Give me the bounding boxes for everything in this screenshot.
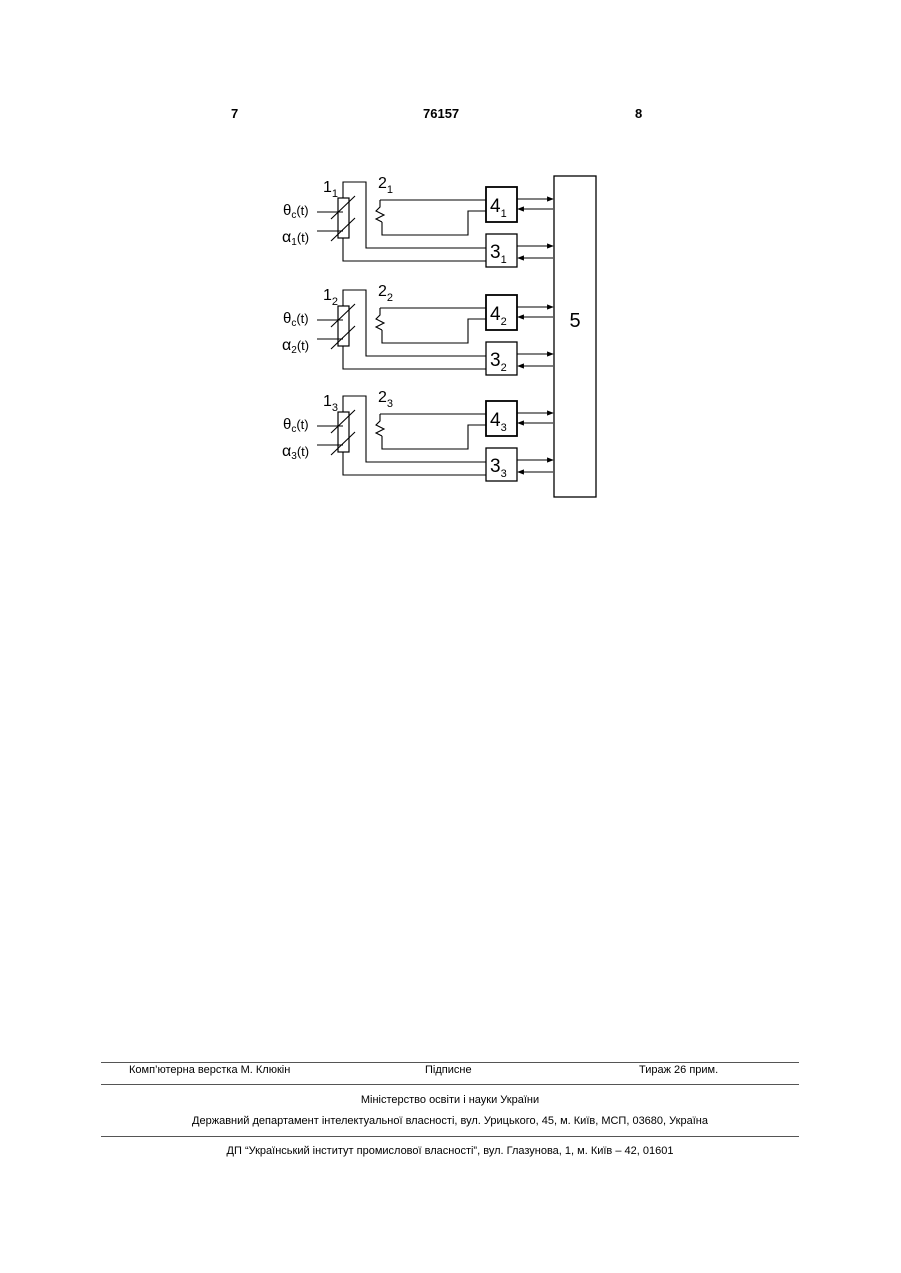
footer-rule-top [101, 1062, 799, 1063]
sensor-lead-lower [343, 346, 486, 369]
heater-wire-bottom [382, 425, 486, 449]
alpha-label: α2(t) [282, 337, 309, 356]
sensor-number: 1 [323, 287, 332, 304]
theta-symbol: θ [283, 416, 291, 433]
heater-index: 1 [387, 184, 393, 196]
channel-1: 11θc(t)α1(t)214131 [282, 175, 553, 267]
block-4-number: 4 [490, 410, 501, 431]
alpha-arg: (t) [297, 338, 309, 353]
block-3-number: 3 [490, 350, 501, 371]
channel-2: 12θc(t)α2(t)224232 [282, 283, 553, 375]
sensor-label: 11 [323, 179, 338, 200]
theta-label: θc(t) [283, 416, 309, 435]
alpha-label: α3(t) [282, 443, 309, 462]
heater-wire-bottom [382, 319, 486, 343]
block-4-index: 2 [501, 316, 507, 328]
theta-symbol: θ [283, 310, 291, 327]
sensor-number: 1 [323, 393, 332, 410]
theta-arg: (t) [296, 311, 308, 326]
theta-label: θc(t) [283, 202, 309, 221]
heater-number: 2 [378, 283, 387, 300]
block-4-number: 4 [490, 196, 501, 217]
alpha-label: α1(t) [282, 229, 309, 248]
alpha-symbol: α [282, 337, 291, 354]
theta-label: θc(t) [283, 310, 309, 329]
sensor-index: 1 [332, 188, 338, 200]
block-4-index: 1 [501, 208, 507, 220]
footer-ministry: Міністерство освіти і науки України [101, 1094, 799, 1106]
footer-rule-bottom [101, 1136, 799, 1137]
channel-3: 13θc(t)α3(t)234333 [282, 389, 553, 481]
heater-label: 21 [378, 175, 393, 196]
theta-arg: (t) [296, 417, 308, 432]
sensor-label: 12 [323, 287, 338, 308]
sensor-label: 13 [323, 393, 338, 414]
footer-signed: Підписне [425, 1064, 472, 1076]
alpha-arg: (t) [297, 444, 309, 459]
heater-label: 23 [378, 389, 393, 410]
sensor-lead-upper [343, 396, 486, 462]
heater-zigzag [376, 200, 384, 222]
sensor-lead-lower [343, 238, 486, 261]
sensor-index: 3 [332, 402, 338, 414]
footer-institute: ДП “Український інститут промислової вла… [101, 1145, 799, 1157]
heater-zigzag [376, 308, 384, 330]
heater-index: 3 [387, 398, 393, 410]
block-4-number: 4 [490, 304, 501, 325]
heater-number: 2 [378, 175, 387, 192]
controller-block [554, 176, 596, 497]
block-3-number: 3 [490, 242, 501, 263]
footer-circulation: Тираж 26 прим. [639, 1064, 718, 1076]
block-4-index: 3 [501, 422, 507, 434]
controller-label: 5 [569, 310, 580, 332]
footer-department: Державний департамент інтелектуальної вл… [101, 1115, 799, 1127]
sensor-lead-upper [343, 290, 486, 356]
sensor-number: 1 [323, 179, 332, 196]
theta-symbol: θ [283, 202, 291, 219]
sensor-index: 2 [332, 296, 338, 308]
heater-index: 2 [387, 292, 393, 304]
heater-label: 22 [378, 283, 393, 304]
heater-number: 2 [378, 389, 387, 406]
block-3-index: 2 [501, 362, 507, 374]
heater-wire-bottom [382, 211, 486, 235]
sensor-lead-lower [343, 452, 486, 475]
circuit-diagram: 11θc(t)α1(t)21413112θc(t)α2(t)22423213θc… [0, 0, 901, 560]
sensor-lead-upper [343, 182, 486, 248]
heater-zigzag [376, 414, 384, 436]
block-3-index: 3 [501, 468, 507, 480]
alpha-symbol: α [282, 443, 291, 460]
footer-rule-middle [101, 1084, 799, 1085]
block-3-index: 1 [501, 254, 507, 266]
footer-layout-credit: Комп’ютерна верстка М. Клюкін [129, 1064, 290, 1076]
alpha-symbol: α [282, 229, 291, 246]
block-3-number: 3 [490, 456, 501, 477]
theta-arg: (t) [296, 203, 308, 218]
alpha-arg: (t) [297, 230, 309, 245]
